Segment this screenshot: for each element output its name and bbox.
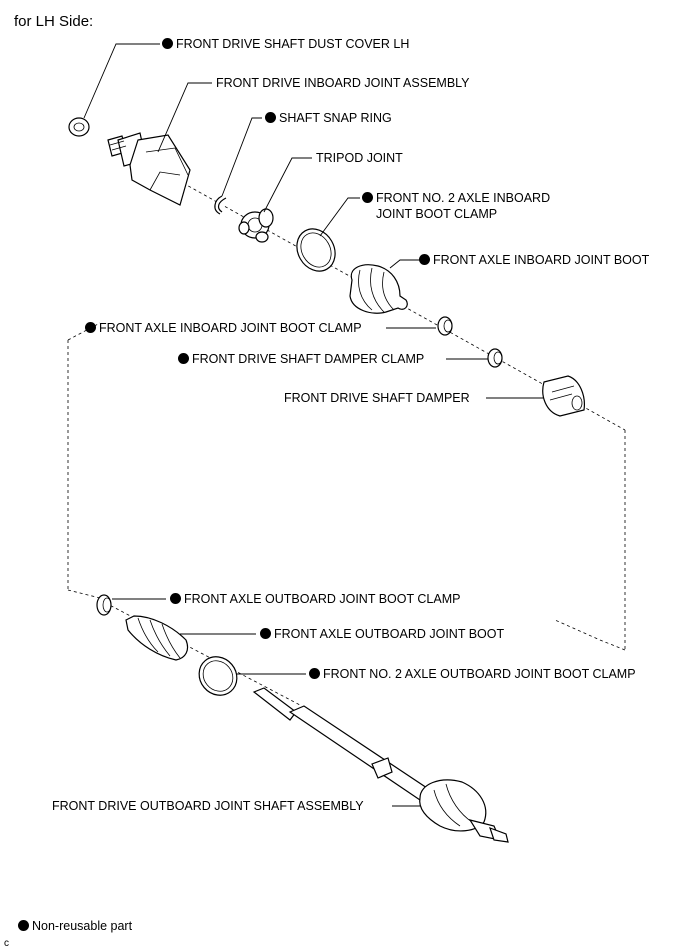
leader-dust-cover bbox=[83, 43, 160, 119]
label-damper-clamp: FRONT DRIVE SHAFT DAMPER CLAMP bbox=[178, 352, 424, 367]
no2-inboard-clamp-part bbox=[296, 228, 336, 272]
non-reusable-dot-icon bbox=[309, 668, 320, 679]
leader-snap-ring bbox=[221, 117, 262, 197]
outboard-shaft-assembly-part bbox=[252, 687, 509, 843]
label-outboard-boot-clamp: FRONT AXLE OUTBOARD JOINT BOOT CLAMP bbox=[170, 592, 460, 607]
label-no2-inboard-clamp-line2: JOINT BOOT CLAMP bbox=[376, 207, 498, 221]
label-outboard-shaft-assembly: FRONT DRIVE OUTBOARD JOINT SHAFT ASSEMBL… bbox=[52, 799, 364, 813]
label-outboard-boot: FRONT AXLE OUTBOARD JOINT BOOT bbox=[260, 627, 504, 642]
label-inboard-boot: FRONT AXLE INBOARD JOINT BOOT bbox=[419, 253, 649, 268]
label-inboard-boot-clamp: FRONT AXLE INBOARD JOINT BOOT CLAMP bbox=[85, 321, 362, 336]
upper-assembly-axis bbox=[114, 144, 626, 431]
label-dust-cover: FRONT DRIVE SHAFT DUST COVER LH bbox=[162, 37, 409, 52]
non-reusable-dot-icon bbox=[178, 353, 189, 364]
loop-axis-bottom-left bbox=[67, 589, 101, 599]
leader-inboard-joint bbox=[157, 82, 212, 153]
leader-no2-inboard-clamp bbox=[319, 197, 360, 237]
lower-assembly-axis bbox=[99, 599, 301, 706]
label-inboard-joint-assembly: FRONT DRIVE INBOARD JOINT ASSEMBLY bbox=[216, 76, 470, 90]
dust-cover-part bbox=[68, 117, 90, 137]
non-reusable-dot-icon bbox=[265, 112, 276, 123]
label-no2-inboard-clamp: FRONT NO. 2 AXLE INBOARD bbox=[362, 191, 550, 206]
damper-clamp-part bbox=[487, 348, 503, 368]
label-no2-outboard-clamp: FRONT NO. 2 AXLE OUTBOARD JOINT BOOT CLA… bbox=[309, 667, 636, 682]
no2-outboard-clamp-part bbox=[198, 656, 238, 696]
page-title: for LH Side: bbox=[14, 13, 94, 30]
outboard-joint-boot-part bbox=[125, 615, 189, 661]
non-reusable-dot-icon bbox=[85, 322, 96, 333]
snap-ring-part bbox=[214, 195, 227, 215]
leader-inboard-boot bbox=[389, 259, 420, 269]
non-reusable-dot-icon bbox=[419, 254, 430, 265]
damper-part bbox=[542, 375, 585, 417]
label-tripod-joint: TRIPOD JOINT bbox=[316, 151, 403, 165]
non-reusable-dot-icon bbox=[18, 920, 29, 931]
non-reusable-dot-icon bbox=[362, 192, 373, 203]
tripod-joint-part bbox=[238, 208, 274, 243]
outboard-boot-clamp-part bbox=[96, 594, 112, 616]
non-reusable-dot-icon bbox=[260, 628, 271, 639]
leader-tripod bbox=[263, 157, 312, 213]
legend: Non-reusable part bbox=[18, 919, 132, 933]
non-reusable-dot-icon bbox=[162, 38, 173, 49]
inboard-joint-assembly-part bbox=[107, 132, 191, 206]
inboard-boot-clamp-part bbox=[437, 316, 453, 336]
loop-axis-bottom-right bbox=[554, 619, 626, 651]
label-snap-ring: SHAFT SNAP RING bbox=[265, 111, 392, 126]
corner-mark: c bbox=[4, 938, 9, 949]
label-damper: FRONT DRIVE SHAFT DAMPER bbox=[284, 391, 470, 405]
non-reusable-dot-icon bbox=[170, 593, 181, 604]
inboard-joint-boot-part bbox=[349, 264, 408, 314]
